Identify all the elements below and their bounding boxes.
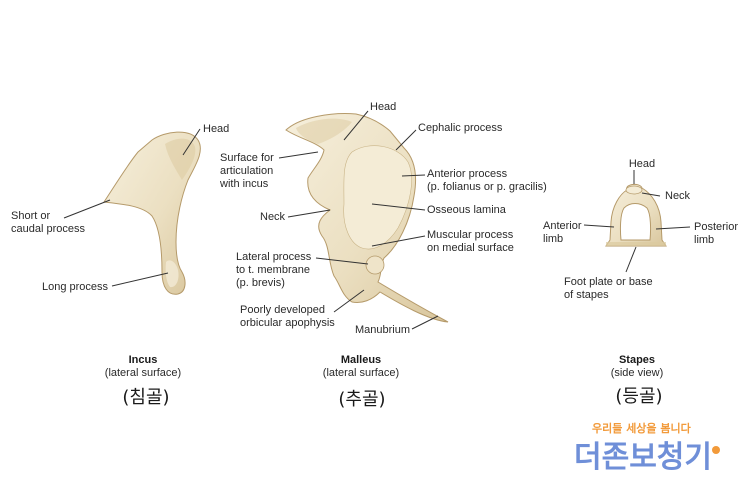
label-malleus-poorly: orbicular apophysis bbox=[240, 317, 335, 329]
caption-malleus-korean: (추골) bbox=[338, 389, 385, 410]
caption-stapes: Stapes bbox=[619, 354, 655, 366]
watermark-small-text: 우리들 세상을 봄니다 bbox=[592, 421, 692, 435]
incus-group: Head Short or caudal process Long proces… bbox=[11, 123, 229, 408]
caption-malleus: Malleus bbox=[341, 354, 381, 366]
label-malleus-osseous: Osseous lamina bbox=[427, 204, 507, 216]
label-stapes-anterior: limb bbox=[543, 233, 563, 245]
label-stapes-posterior: Posterior bbox=[694, 221, 738, 233]
label-malleus-neck: Neck bbox=[260, 211, 286, 223]
label-incus-head: Head bbox=[203, 123, 229, 135]
leader-stapes-posterior bbox=[655, 226, 691, 230]
leader-incus-head bbox=[182, 128, 201, 156]
caption-stapes-korean: (등골) bbox=[615, 386, 662, 407]
label-malleus-head: Head bbox=[370, 101, 396, 113]
stapes-head bbox=[625, 185, 643, 195]
leader-malleus-head bbox=[343, 110, 369, 141]
label-malleus-surface: with incus bbox=[219, 178, 269, 190]
label-malleus-surface: articulation bbox=[220, 165, 273, 177]
watermark-dot-icon bbox=[712, 446, 720, 454]
stapes-bone bbox=[605, 183, 667, 247]
leader-malleus-anterior bbox=[401, 174, 426, 177]
label-malleus-lateral: Lateral process bbox=[236, 251, 312, 263]
label-incus-long: Long process bbox=[42, 281, 109, 293]
label-incus-short: caudal process bbox=[11, 223, 85, 235]
leader-malleus-cephalic bbox=[395, 129, 417, 151]
leader-stapes-neck bbox=[641, 192, 661, 197]
label-malleus-anterior: (p. folianus or p. gracilis) bbox=[427, 181, 547, 193]
label-stapes-posterior: limb bbox=[694, 234, 714, 246]
leader-malleus-muscular bbox=[371, 235, 426, 247]
label-incus-short: Short or bbox=[11, 210, 50, 222]
leader-malleus-lateral bbox=[315, 257, 369, 265]
leader-incus-long bbox=[111, 272, 169, 287]
watermark-big-text: 더존보청기 bbox=[574, 440, 712, 475]
label-malleus-cephalic: Cephalic process bbox=[418, 122, 503, 134]
leader-incus-short bbox=[63, 199, 111, 219]
malleus-group: Head Cephalic process Surface for articu… bbox=[219, 101, 547, 410]
leader-stapes-foot bbox=[625, 246, 637, 273]
malleus-head-shade bbox=[296, 118, 352, 144]
incus-bone bbox=[103, 131, 201, 295]
stapes-group: Head Neck Anterior limb Posterior limb F… bbox=[543, 158, 738, 407]
label-malleus-surface: Surface for bbox=[220, 152, 274, 164]
incus-long-shade bbox=[165, 260, 179, 288]
label-malleus-poorly: Poorly developed bbox=[240, 304, 325, 316]
label-malleus-muscular: Muscular process bbox=[427, 229, 514, 241]
label-stapes-foot: of stapes bbox=[564, 289, 609, 301]
label-malleus-lateral: to t. membrane bbox=[236, 264, 310, 276]
label-stapes-foot: Foot plate or base bbox=[564, 276, 653, 288]
label-stapes-neck: Neck bbox=[665, 190, 691, 202]
caption-stapes-view: (side view) bbox=[611, 367, 664, 379]
leader-malleus-osseous bbox=[371, 203, 426, 211]
caption-incus: Incus bbox=[129, 354, 158, 366]
label-stapes-head: Head bbox=[629, 158, 655, 170]
caption-incus-view: (lateral surface) bbox=[105, 367, 181, 379]
leader-stapes-anterior bbox=[583, 224, 615, 228]
label-malleus-muscular: on medial surface bbox=[427, 242, 514, 254]
caption-incus-korean: (침골) bbox=[122, 387, 169, 408]
label-malleus-lateral: (p. brevis) bbox=[236, 277, 285, 289]
malleus-lamina-shade bbox=[343, 145, 412, 250]
watermark-logo: 우리들 세상을 봄니다 더존보청기 bbox=[574, 421, 720, 475]
caption-malleus-view: (lateral surface) bbox=[323, 367, 399, 379]
incus-head-shade bbox=[165, 138, 196, 180]
malleus-lateral-process bbox=[365, 255, 385, 275]
stapes-footplate-shade bbox=[606, 242, 666, 246]
label-malleus-manubrium: Manubrium bbox=[355, 324, 410, 336]
leader-malleus-surface bbox=[278, 151, 319, 159]
leader-malleus-neck bbox=[287, 209, 331, 218]
leader-malleus-poorly bbox=[333, 289, 365, 313]
label-malleus-anterior: Anterior process bbox=[427, 168, 508, 180]
leader-malleus-manubrium bbox=[411, 315, 439, 330]
label-stapes-anterior: Anterior bbox=[543, 220, 582, 232]
